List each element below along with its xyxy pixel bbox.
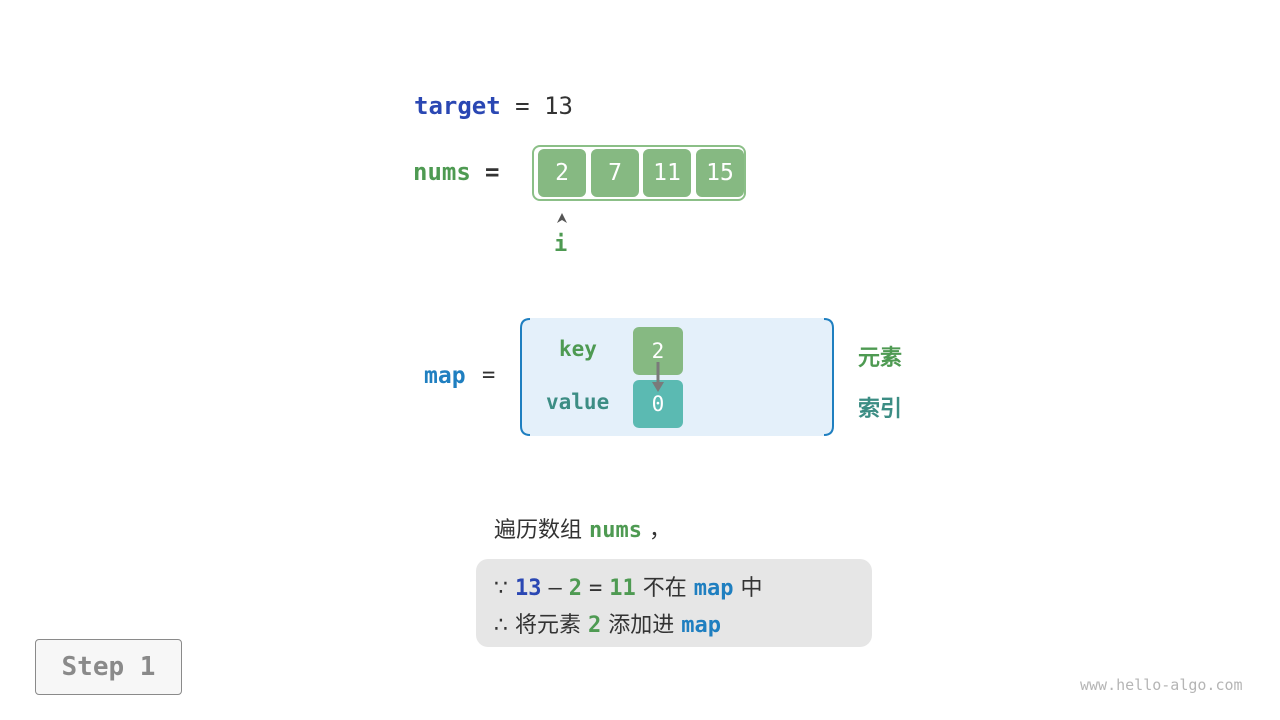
explanation-line-because: ∵ 13 – 2 = 11 不在 map 中 [494, 570, 763, 602]
explanation-heading: 遍历数组 nums ， [494, 512, 671, 544]
nums-cell-2: 11 [643, 149, 691, 197]
value-meaning-label: 索引 [858, 397, 903, 422]
map-bracket-icon [520, 318, 834, 436]
line2-num: 2 [588, 613, 602, 638]
key-meaning-label: 元素 [858, 346, 903, 371]
target-operator: = [500, 92, 545, 120]
because-symbol: ∵ [494, 576, 508, 601]
watermark: www.hello-algo.com [1080, 676, 1243, 694]
heading-var: nums [589, 518, 642, 543]
therefore-symbol: ∴ [494, 613, 508, 638]
line1-not-in: 不在 [642, 576, 687, 601]
line1-target: 13 [515, 576, 542, 601]
map-key-label: key [559, 337, 597, 361]
map-operator: = [482, 363, 496, 388]
map-label: map [424, 363, 466, 389]
nums-cell-3: 15 [696, 149, 744, 197]
line1-map: map [693, 576, 734, 601]
line1-in: 中 [740, 576, 763, 601]
target-expression: target = 13 [414, 92, 573, 120]
nums-label: nums [413, 158, 471, 186]
target-keyword: target [414, 92, 501, 120]
pointer-label: i [554, 232, 568, 257]
explanation-line-therefore: ∴ 将元素 2 添加进 map [494, 607, 721, 639]
line2-into: 添加进 [608, 613, 675, 638]
line1-num: 2 [568, 576, 582, 601]
line1-diff: 11 [609, 576, 636, 601]
line2-add: 将元素 [515, 613, 582, 638]
heading-suffix: ， [641, 518, 671, 543]
line2-map: map [681, 613, 722, 638]
heading-prefix: 遍历数组 [494, 518, 589, 543]
nums-operator: = [485, 158, 500, 186]
map-value-label: value [546, 390, 610, 414]
step-badge: Step 1 [35, 639, 182, 695]
nums-array-frame [532, 145, 746, 201]
line1-minus: – [548, 576, 562, 601]
target-value: 13 [544, 92, 573, 120]
key-value-arrow-icon [652, 362, 664, 392]
nums-cell-0: 2 [538, 149, 586, 197]
explanation-box [476, 559, 872, 647]
pointer-arrow-icon [557, 213, 567, 223]
nums-cell-1: 7 [591, 149, 639, 197]
line1-equals: = [589, 576, 603, 601]
